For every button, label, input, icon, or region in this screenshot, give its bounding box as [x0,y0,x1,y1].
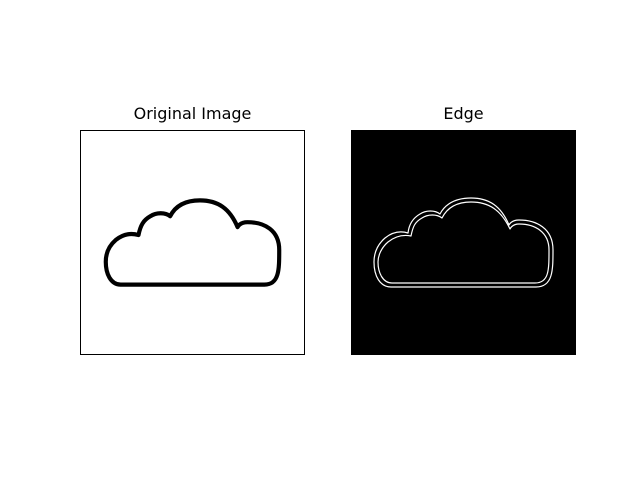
edge-image-title: Edge [443,104,484,123]
cloud-outline-icon [103,198,282,287]
edge-image-panel [351,130,576,355]
original-image-panel [80,130,305,355]
original-image-title: Original Image [133,104,252,123]
cloud-edge-icon [373,197,554,288]
